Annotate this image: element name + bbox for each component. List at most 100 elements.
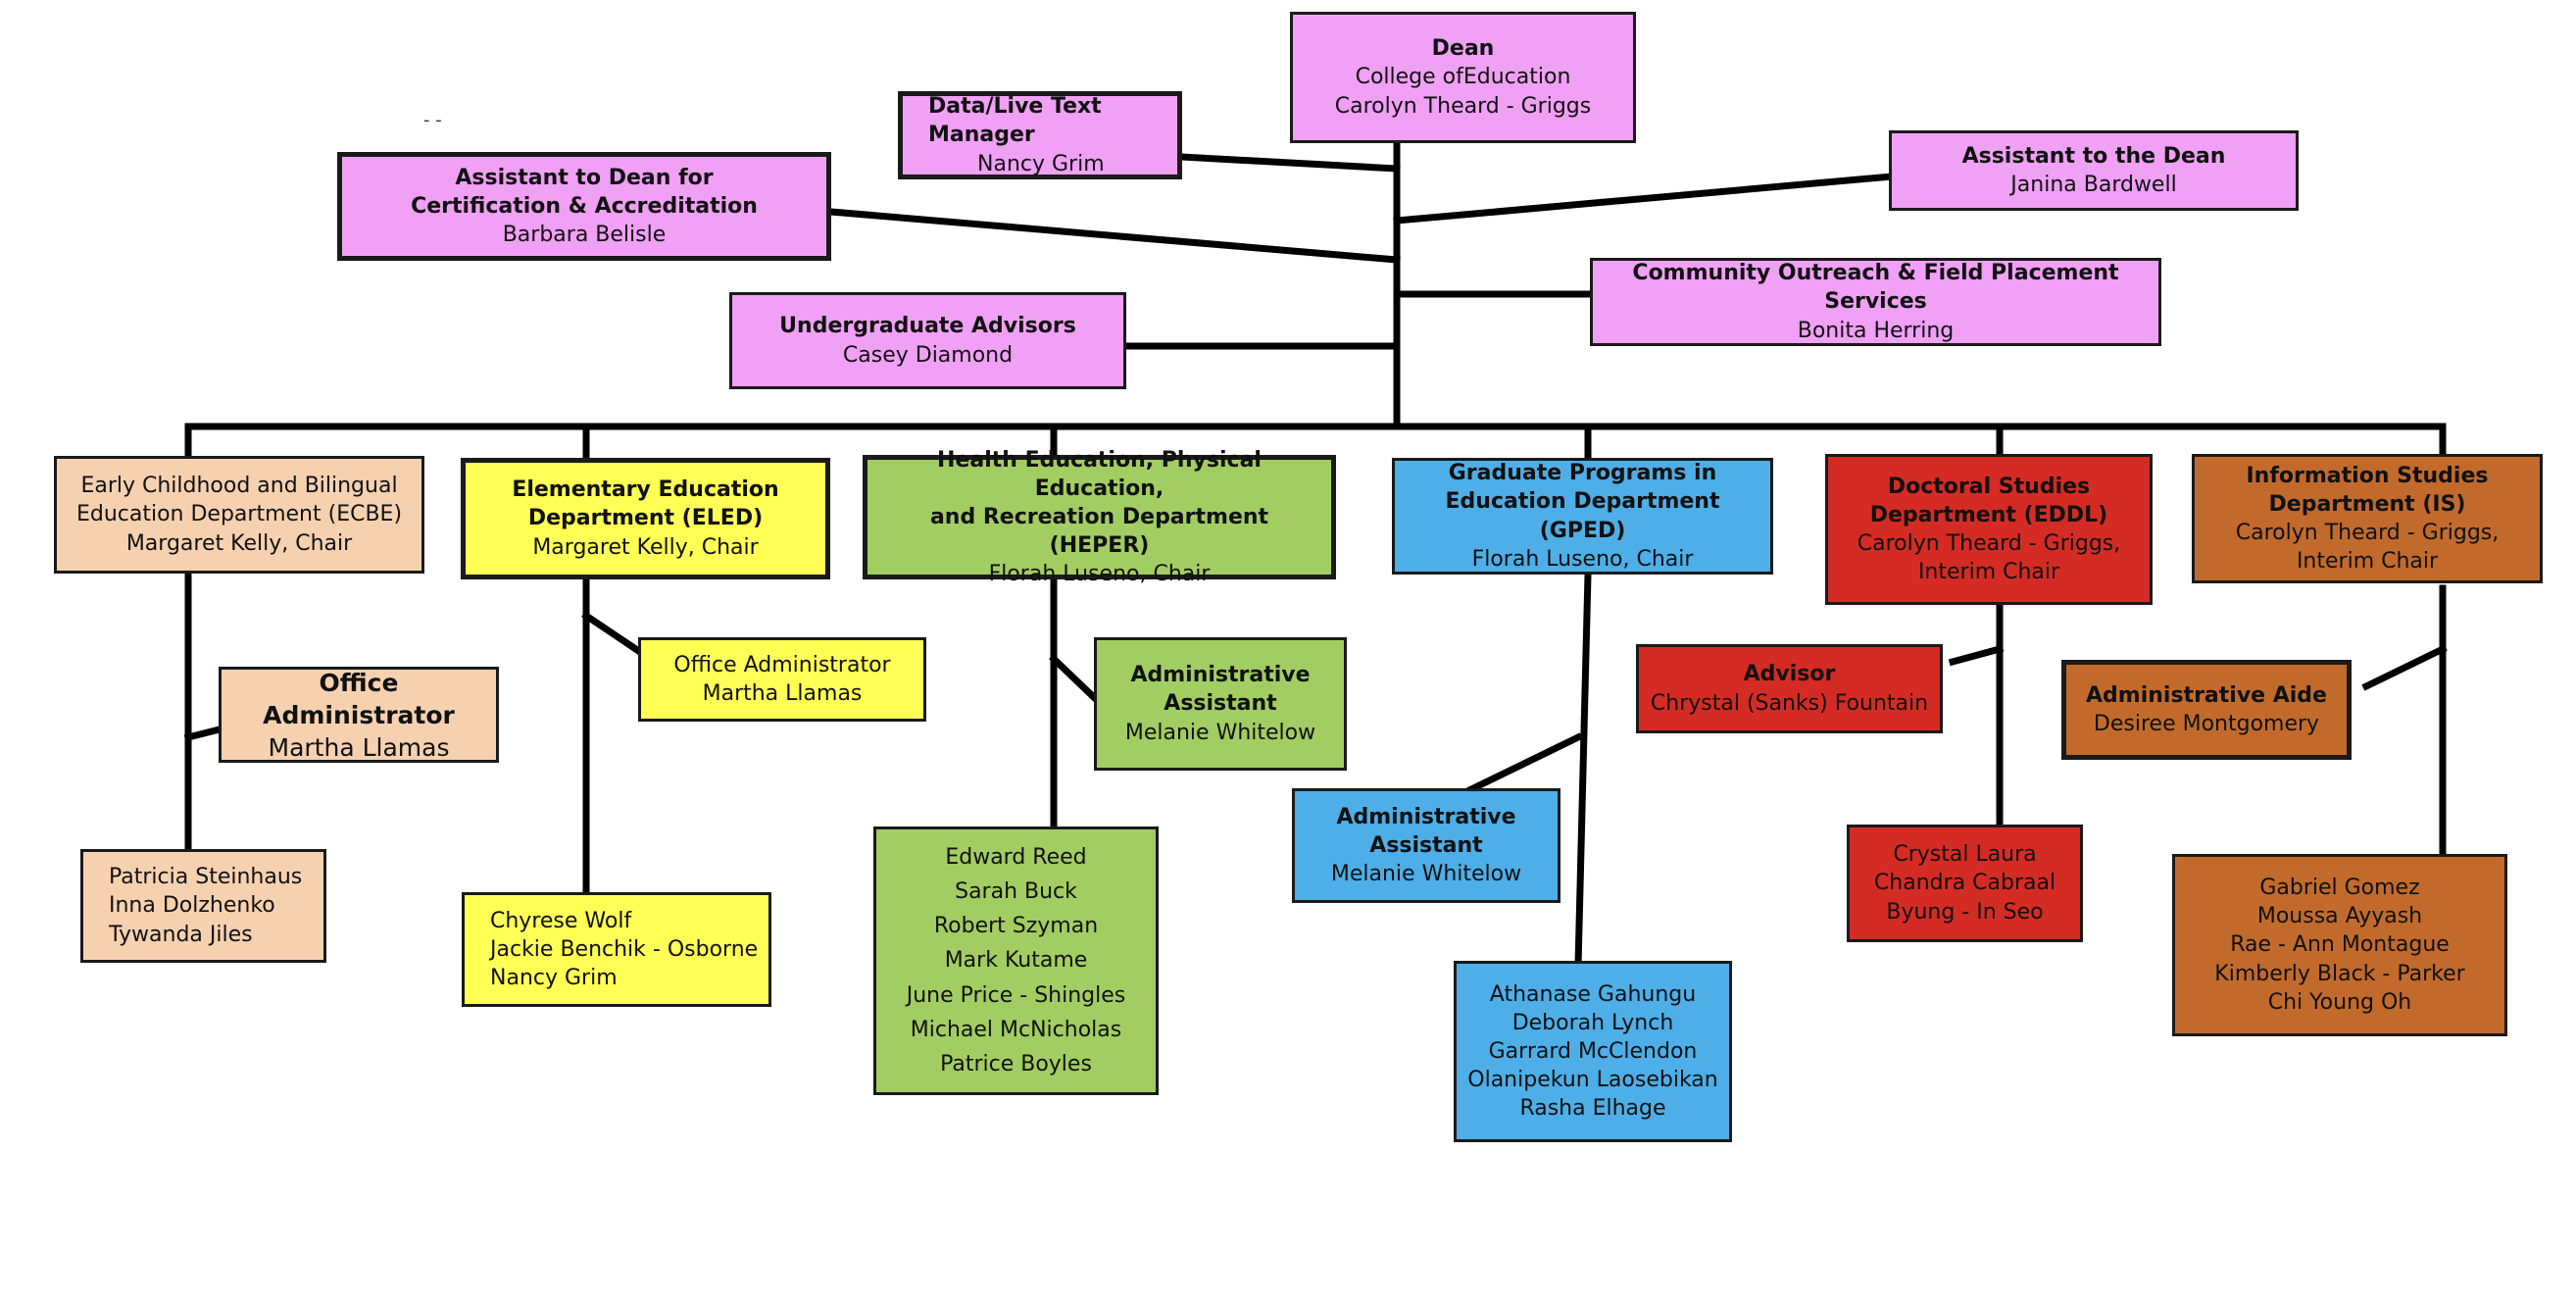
eled-staff-1: Chyrese Wolf <box>490 908 632 933</box>
is-aide-title: Administrative Aide <box>2086 682 2327 708</box>
heper-staff-6: Michael McNicholas <box>910 1017 1122 1042</box>
is-staff-2: Moussa Ayyash <box>2256 904 2423 929</box>
gped-staff-5: Rasha Elhage <box>1519 1096 1666 1122</box>
heper-staff-3: Robert Szyman <box>933 914 1099 939</box>
ecbe-line1: Early Childhood and Bilingual <box>80 474 398 499</box>
eled-office-name: Martha Llamas <box>702 681 863 706</box>
connector-assistant-dean <box>1393 173 1896 225</box>
heper-dept-box: Health Education, Physical Education, an… <box>863 448 1336 586</box>
eled-office-admin-box: Office Administrator Martha Llamas <box>638 637 926 722</box>
is-staff-box: Gabriel Gomez Moussa Ayyash Rae - Ann Mo… <box>2172 854 2507 1036</box>
ecbe-staff-3: Tywanda Jiles <box>109 922 253 947</box>
eled-line1: Elementary Education <box>512 477 779 503</box>
dean-title: Dean <box>1431 36 1495 62</box>
ecbe-staff-1: Patricia Steinhaus <box>109 865 303 890</box>
data-manager-box: Data/Live Text Manager Nancy Grim <box>898 91 1182 179</box>
is-chair: Carolyn Theard - Griggs, <box>2235 521 2500 545</box>
community-outreach-name: Bonita Herring <box>1797 318 1955 343</box>
gped-staff-4: Olanipekun Laosebikan <box>1467 1068 1718 1093</box>
heper-staff-7: Patrice Boyles <box>940 1051 1092 1077</box>
is-aide-name: Desiree Montgomery <box>2093 712 2320 736</box>
stray-marks: - - <box>423 110 442 130</box>
eddl-advisor-name: Chrystal (Sanks) Fountain <box>1650 690 1929 716</box>
gped-assistant-name: Melanie Whitelow <box>1330 862 1522 887</box>
eled-dept-box: Elementary Education Department (ELED) M… <box>461 458 830 579</box>
is-aide-box: Administrative Aide Desiree Montgomery <box>2061 660 2352 760</box>
connector-assistant-cert <box>827 208 1401 264</box>
eddl-staff-2: Chandra Cabraal <box>1873 871 2056 896</box>
is-staff-5: Chi Young Oh <box>2267 989 2412 1015</box>
eddl-line1: Doctoral Studies <box>1887 474 2091 499</box>
undergrad-advisors-box: Undergraduate Advisors Casey Diamond <box>729 292 1126 389</box>
assistant-cert-title: Assistant to Dean for Certification & Ac… <box>411 165 758 219</box>
ecbe-office-title: Office Administrator <box>263 668 455 729</box>
eled-staff-2: Jackie Benchik - Osborne <box>490 936 759 962</box>
heper-staff-1: Edward Reed <box>945 844 1087 870</box>
gped-staff-1: Athanase Gahungu <box>1489 981 1697 1007</box>
ecbe-office-admin-box: Office Administrator Martha Llamas <box>219 667 499 763</box>
heper-assistant-name: Melanie Whitelow <box>1124 720 1316 745</box>
ecbe-dept-box: Early Childhood and Bilingual Education … <box>54 456 424 574</box>
dean-unit: College ofEducation <box>1355 65 1571 90</box>
gped-staff-box: Athanase Gahungu Deborah Lynch Garrard M… <box>1454 961 1732 1142</box>
assistant-cert-name: Barbara Belisle <box>502 223 667 248</box>
heper-chair: Florah Luseno, Chair <box>988 562 1211 587</box>
dean-box: Dean College ofEducation Carolyn Theard … <box>1290 12 1636 143</box>
undergrad-advisors-name: Casey Diamond <box>842 342 1014 368</box>
heper-staff-5: June Price - Shingles <box>906 982 1126 1008</box>
heper-line2: and Recreation Department (HEPER) <box>929 504 1269 559</box>
community-outreach-box: Community Outreach & Field Placement Ser… <box>1590 258 2161 346</box>
eled-staff-box: Chyrese Wolf Jackie Benchik - Osborne Na… <box>462 892 771 1007</box>
assistant-dean-title: Assistant to the Dean <box>1961 143 2226 169</box>
data-manager-name: Nancy Grim <box>977 151 1105 176</box>
eled-chair: Margaret Kelly, Chair <box>532 534 759 560</box>
heper-assistant-line1: Administrative <box>1130 663 1311 688</box>
gped-assistant-line1: Administrative <box>1336 804 1516 829</box>
eddl-advisor-box: Advisor Chrystal (Sanks) Fountain <box>1636 644 1943 733</box>
is-dept-box: Information Studies Department (IS) Caro… <box>2192 454 2543 583</box>
gped-staff-3: Garrard McClendon <box>1488 1038 1698 1064</box>
eddl-staff-box: Crystal Laura Chandra Cabraal Byung - In… <box>1847 825 2083 942</box>
eddl-chair-2: Interim Chair <box>1917 560 2060 585</box>
gped-chair: Florah Luseno, Chair <box>1471 546 1694 572</box>
eled-line2: Department (ELED) <box>527 506 764 531</box>
ecbe-line2: Education Department (ECBE) <box>75 502 403 527</box>
gped-staff-2: Deborah Lynch <box>1511 1010 1674 1035</box>
heper-assistant-line2: Assistant <box>1164 691 1277 717</box>
eled-staff-3: Nancy Grim <box>490 966 618 991</box>
heper-line1: Health Education, Physical Education, <box>937 447 1262 501</box>
is-staff-4: Kimberly Black - Parker <box>2214 961 2465 986</box>
heper-admin-assistant-box: Administrative Assistant Melanie Whitelo… <box>1094 637 1347 771</box>
eddl-staff-3: Byung - In Seo <box>1886 899 2044 925</box>
ecbe-staff-box: Patricia Steinhaus Inna Dolzhenko Tywand… <box>80 849 326 963</box>
assistant-cert-box: Assistant to Dean for Certification & Ac… <box>337 152 831 261</box>
assistant-dean-name: Janina Bardwell <box>2010 173 2177 197</box>
community-outreach-title: Community Outreach & Field Placement Ser… <box>1632 261 2119 315</box>
is-line2: Department (IS) <box>2268 491 2466 517</box>
eled-office-title: Office Administrator <box>673 652 891 677</box>
undergrad-advisors-title: Undergraduate Advisors <box>779 314 1076 339</box>
ecbe-staff-2: Inna Dolzhenko <box>109 893 275 919</box>
eddl-staff-1: Crystal Laura <box>1893 842 2037 868</box>
ecbe-office-name: Martha Llamas <box>268 732 450 762</box>
is-line1: Information Studies <box>2246 463 2489 488</box>
is-chair-2: Interim Chair <box>2296 549 2439 575</box>
is-staff-3: Rae - Ann Montague <box>2230 932 2450 958</box>
is-staff-1: Gabriel Gomez <box>2259 876 2420 901</box>
dean-name: Carolyn Theard - Griggs <box>1334 93 1592 119</box>
gped-line2: Education Department (GPED) <box>1445 489 1720 543</box>
heper-staff-box: Edward Reed Sarah Buck Robert Szyman Mar… <box>873 826 1159 1095</box>
assistant-dean-box: Assistant to the Dean Janina Bardwell <box>1889 130 2299 211</box>
heper-staff-2: Sarah Buck <box>955 879 1077 905</box>
eddl-chair: Carolyn Theard - Griggs, <box>1857 531 2121 556</box>
data-manager-title: Data/Live Text Manager <box>928 94 1102 148</box>
eddl-advisor-title: Advisor <box>1743 662 1836 687</box>
gped-admin-assistant-box: Administrative Assistant Melanie Whitelo… <box>1292 788 1560 903</box>
eddl-dept-box: Doctoral Studies Department (EDDL) Carol… <box>1825 454 2153 605</box>
gped-assistant-line2: Assistant <box>1369 832 1483 858</box>
heper-staff-4: Mark Kutame <box>944 948 1088 974</box>
gped-dept-box: Graduate Programs in Education Departmen… <box>1392 458 1773 575</box>
ecbe-chair: Margaret Kelly, Chair <box>125 530 353 556</box>
connector-data-manager <box>1177 153 1401 173</box>
eddl-line2: Department (EDDL) <box>1869 502 2108 527</box>
